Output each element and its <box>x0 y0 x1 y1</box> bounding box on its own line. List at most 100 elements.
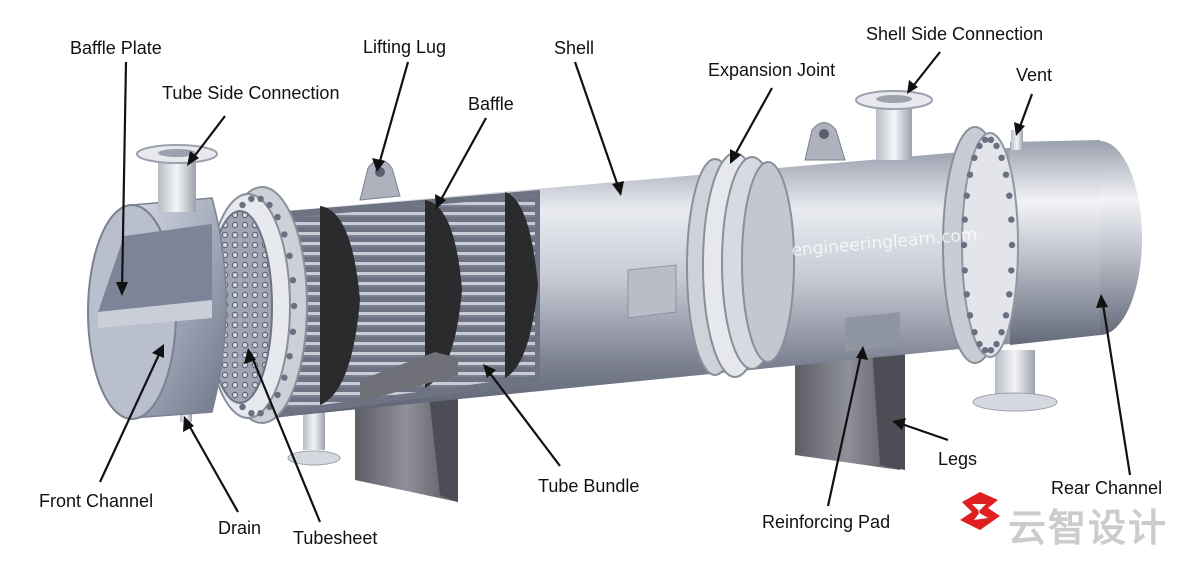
flange-bolt <box>286 353 293 360</box>
flange-bolt <box>1006 291 1013 298</box>
flange-bolt <box>966 171 974 178</box>
flange-bolt <box>1002 171 1010 178</box>
label-legs: Legs <box>938 449 978 469</box>
flange-bolt <box>966 312 974 319</box>
flange-bolt <box>239 201 246 209</box>
reinforcing-pad <box>845 312 900 352</box>
arrow-lifting-lug <box>372 158 385 172</box>
flange-bolt <box>993 340 1000 348</box>
leader-front-channel <box>99 347 163 483</box>
label-tubesheet: Tubesheet <box>293 528 378 548</box>
baffle-plate <box>98 224 212 328</box>
arrow-drain <box>183 416 194 432</box>
leader-lifting-lug <box>376 61 410 169</box>
flange-bolt <box>971 329 978 336</box>
flange-bolt <box>976 142 983 150</box>
flange-bolt <box>963 291 970 298</box>
flange-bolt <box>274 213 281 221</box>
label-tube-bundle: Tube Bundle <box>538 476 640 496</box>
leader-baffle <box>437 117 487 206</box>
flange-bolt <box>257 410 264 417</box>
leader-tube-bundle <box>485 367 561 467</box>
expansion-joint <box>686 152 795 378</box>
flange-bolt <box>971 154 978 161</box>
leader-baffle-plate <box>120 61 128 293</box>
flange-bolt <box>1006 192 1013 199</box>
flange-bolt <box>1008 216 1015 223</box>
label-vent: Vent <box>1016 65 1053 85</box>
flange-bolt <box>266 201 273 209</box>
flange-bolt <box>976 340 983 348</box>
label-expansion-joint: Expansion Joint <box>708 60 836 80</box>
flange-bolt <box>281 374 288 381</box>
shell-side-nozzle <box>855 90 933 160</box>
flange-bolt <box>289 328 297 335</box>
tube-side-nozzle <box>136 144 218 212</box>
arrow-tube-side-connection <box>187 151 199 166</box>
arrow-tubesheet <box>244 348 256 364</box>
flange-bolt <box>981 347 989 354</box>
flange-bolt <box>289 277 297 284</box>
leader-rear-channel <box>1100 297 1132 476</box>
flange-bolt <box>998 154 1005 161</box>
rear-flange-bolts <box>960 136 1016 354</box>
flange-bolt <box>993 142 1000 150</box>
label-baffle-plate: Baffle Plate <box>70 38 162 58</box>
arrow-reinforcing-pad <box>856 346 868 360</box>
flange-bolt <box>961 216 968 223</box>
arrow-shell <box>612 181 624 196</box>
arrow-front-channel <box>152 344 164 358</box>
label-shell-side-connection: Shell Side Connection <box>866 24 1044 44</box>
arrow-tube-bundle <box>483 364 496 378</box>
logo-text: 云智设计 <box>1008 506 1169 550</box>
label-lifting-lug: Lifting Lug <box>363 37 447 57</box>
leader-legs <box>895 420 949 442</box>
flange-bolt <box>1002 312 1010 319</box>
flange-bolt <box>1008 267 1015 274</box>
shell-nameplate <box>627 264 677 319</box>
arrow-baffle <box>435 194 446 209</box>
flange-bolt <box>290 302 298 310</box>
logo-mark <box>960 492 1000 530</box>
flange-bolt <box>239 403 246 411</box>
leader-shell <box>573 61 622 193</box>
flange-bolt <box>963 192 970 199</box>
arrow-expansion-joint <box>730 149 741 164</box>
arrow-vent <box>1014 122 1025 136</box>
arrow-shell-side-connection <box>907 80 918 94</box>
leader-drain <box>185 419 239 513</box>
leader-lines <box>99 51 1132 523</box>
leader-expansion-joint <box>731 87 773 161</box>
flange-bolt <box>248 195 255 202</box>
leader-tubesheet <box>248 351 322 523</box>
arrow-rear-channel <box>1096 294 1108 308</box>
flange-bolt <box>281 231 288 238</box>
flange-bolt <box>286 252 293 259</box>
flange-bolt <box>998 329 1005 336</box>
flange-bolt <box>981 136 989 143</box>
rear-flange <box>942 126 1019 364</box>
flange-bolt <box>1008 241 1016 249</box>
flange-bolt <box>257 195 264 202</box>
leader-tube-side-connection <box>189 115 226 163</box>
flange-bolt <box>987 347 995 354</box>
baffles <box>320 192 538 405</box>
leader-reinforcing-pad <box>826 349 864 507</box>
label-rear-channel: Rear Channel <box>1051 478 1163 498</box>
label-shell: Shell <box>554 38 595 58</box>
baffle-pad-front <box>360 352 458 402</box>
flange-bolt <box>248 410 255 417</box>
label-drain: Drain <box>218 518 262 538</box>
vent-nozzle <box>1011 130 1023 150</box>
arrow-legs <box>892 418 906 430</box>
leader-arrowheads <box>116 80 1108 432</box>
leader-shell-side-connection <box>909 51 941 91</box>
flange-bolt <box>960 241 968 249</box>
lifting-lug-rear <box>804 122 846 161</box>
bottom-nozzle-rear <box>972 350 1058 412</box>
flange-bolt <box>961 267 968 274</box>
label-reinforcing-pad: Reinforcing Pad <box>762 512 891 532</box>
label-baffle: Baffle <box>468 94 514 114</box>
